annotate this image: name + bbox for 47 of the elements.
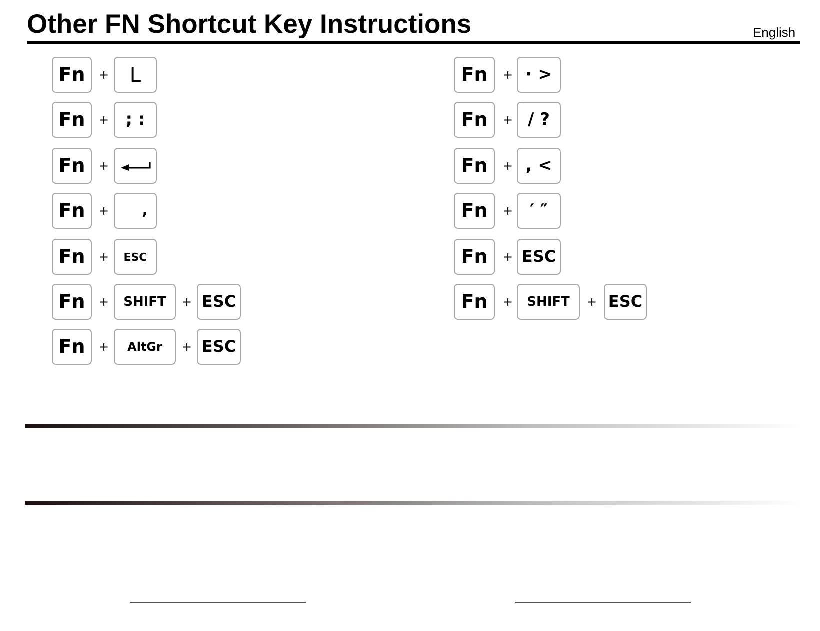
- keycap: , <: [517, 148, 561, 184]
- keycap: [114, 148, 157, 184]
- plus-sign: +: [587, 295, 598, 309]
- keycap: ′ ″: [517, 193, 561, 229]
- keycap: ESC: [197, 329, 241, 365]
- keycap: Fn: [454, 148, 495, 184]
- keycap: Fn: [52, 102, 92, 138]
- plus-sign: +: [503, 159, 514, 173]
- plus-sign: +: [99, 295, 110, 309]
- keycap: ; :: [114, 102, 157, 138]
- keycap: ESC: [114, 239, 157, 275]
- plus-sign: +: [503, 250, 514, 264]
- keycap: Fn: [454, 193, 495, 229]
- keycap: Fn: [52, 193, 92, 229]
- plus-sign: +: [503, 295, 514, 309]
- keycap: Fn: [52, 239, 92, 275]
- keycap: Fn: [52, 148, 92, 184]
- keycap: Fn: [454, 57, 495, 93]
- keycap: AltGr: [114, 329, 176, 365]
- plus-sign: +: [182, 340, 192, 354]
- keycap: ESC: [197, 284, 241, 320]
- keycap: SHIFT: [114, 284, 176, 320]
- plus-sign: +: [503, 204, 514, 218]
- keycap: Fn: [52, 329, 92, 365]
- language-label: English: [753, 26, 796, 40]
- plus-sign: +: [182, 295, 192, 309]
- keycap: / ?: [517, 102, 561, 138]
- plus-sign: +: [99, 340, 110, 354]
- keycap: Fn: [52, 57, 92, 93]
- keycap: ,: [114, 193, 157, 229]
- plus-sign: +: [503, 68, 514, 82]
- keycap: ESC: [517, 239, 561, 275]
- keycap: · >: [517, 57, 561, 93]
- plus-sign: +: [99, 159, 110, 173]
- keycap: Fn: [454, 102, 495, 138]
- plus-sign: +: [99, 68, 110, 82]
- plus-sign: +: [99, 204, 110, 218]
- plus-sign: +: [99, 113, 110, 127]
- keycap: L: [114, 57, 157, 93]
- keycap: Fn: [454, 239, 495, 275]
- plus-sign: +: [99, 250, 110, 264]
- keycap: Fn: [454, 284, 495, 320]
- page-title: Other FN Shortcut Key Instructions: [27, 9, 472, 39]
- keycap: ESC: [604, 284, 647, 320]
- plus-sign: +: [503, 113, 514, 127]
- keycap: SHIFT: [517, 284, 580, 320]
- keycap: Fn: [52, 284, 92, 320]
